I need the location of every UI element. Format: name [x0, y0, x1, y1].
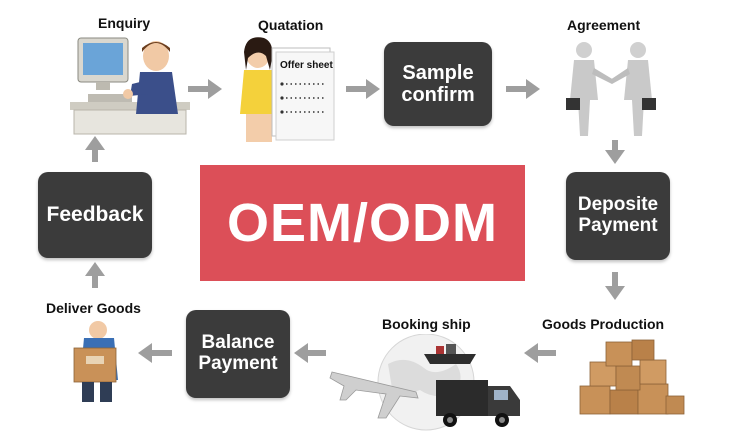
sample-line2: confirm	[401, 84, 475, 106]
arrow-deposite-to-production	[605, 272, 625, 300]
deposite-line1: Deposite	[577, 194, 659, 216]
label-agreement: Agreement	[567, 17, 641, 33]
delivery-person-illustration	[73, 321, 118, 402]
label-booking-ship: Booking ship	[382, 316, 471, 332]
arrow-quotation-to-sample	[346, 79, 380, 99]
handshake-illustration	[566, 42, 656, 136]
sample-line1: Sample	[402, 62, 474, 84]
arrow-agreement-to-deposite	[605, 140, 625, 164]
balance-line1: Balance	[201, 332, 275, 354]
feedback-label: Feedback	[46, 203, 144, 227]
arrow-sample-to-agreement	[506, 79, 540, 99]
feedback-box: Feedback	[38, 172, 152, 258]
arrow-deliver-to-feedback	[85, 262, 105, 288]
balance-line2: Payment	[198, 353, 278, 374]
arrow-production-to-booking	[524, 343, 556, 363]
label-goods-production: Goods Production	[542, 316, 665, 332]
computer-user-illustration	[70, 37, 190, 135]
shipping-illustration	[329, 334, 520, 431]
arrow-balance-to-deliver	[138, 343, 172, 363]
label-deliver-goods: Deliver Goods	[46, 300, 141, 316]
label-quotation: Quatation	[258, 17, 324, 33]
deposite-payment-box: Deposite Payment	[566, 172, 670, 260]
arrow-enquiry-to-quotation	[188, 79, 222, 99]
sample-confirm-box: Sample confirm	[384, 42, 492, 126]
arrow-booking-to-balance	[294, 343, 326, 363]
deposite-line2: Payment	[578, 215, 658, 236]
label-enquiry: Enquiry	[98, 15, 151, 31]
offer-sheet-text: Offer sheet	[280, 60, 333, 71]
boxes-stack-illustration	[579, 339, 685, 415]
oem-odm-title: OEM/ODM	[227, 193, 498, 253]
oem-odm-banner: OEM/ODM	[200, 165, 525, 281]
woman-offer-sheet-illustration: Offer sheet	[240, 37, 335, 142]
arrow-feedback-to-enquiry	[85, 136, 105, 162]
balance-payment-box: Balance Payment	[186, 310, 290, 398]
